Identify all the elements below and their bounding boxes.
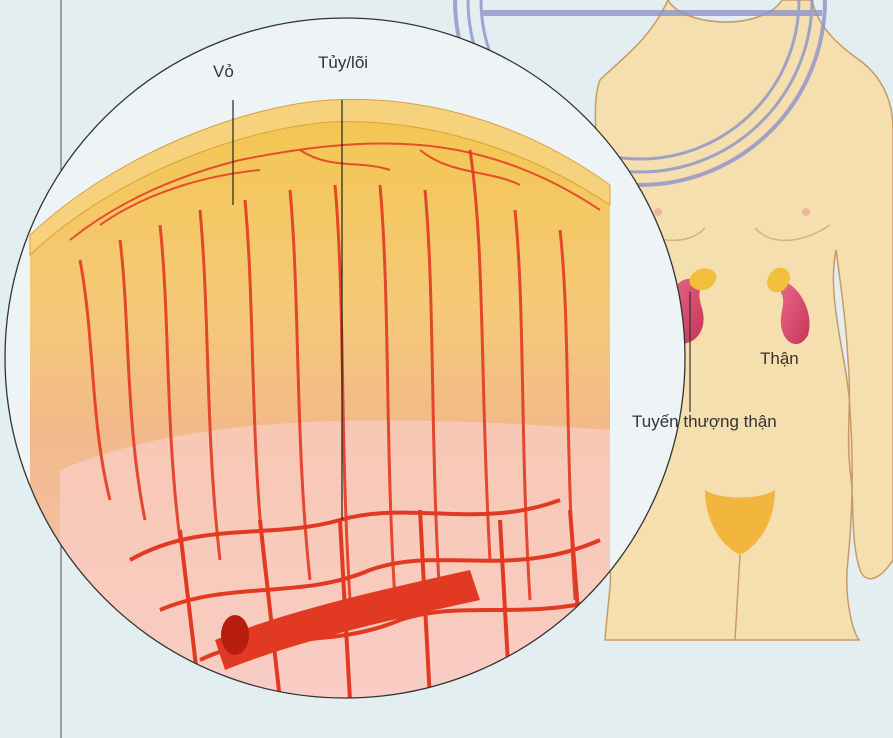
label-adrenal-gland: Tuyến thượng thận — [632, 412, 777, 432]
label-medulla: Tủy/lõi — [318, 53, 368, 73]
label-cortex: Vỏ — [213, 62, 234, 82]
label-kidney: Thận — [760, 349, 799, 369]
magnified-tissue-circle — [5, 18, 685, 700]
